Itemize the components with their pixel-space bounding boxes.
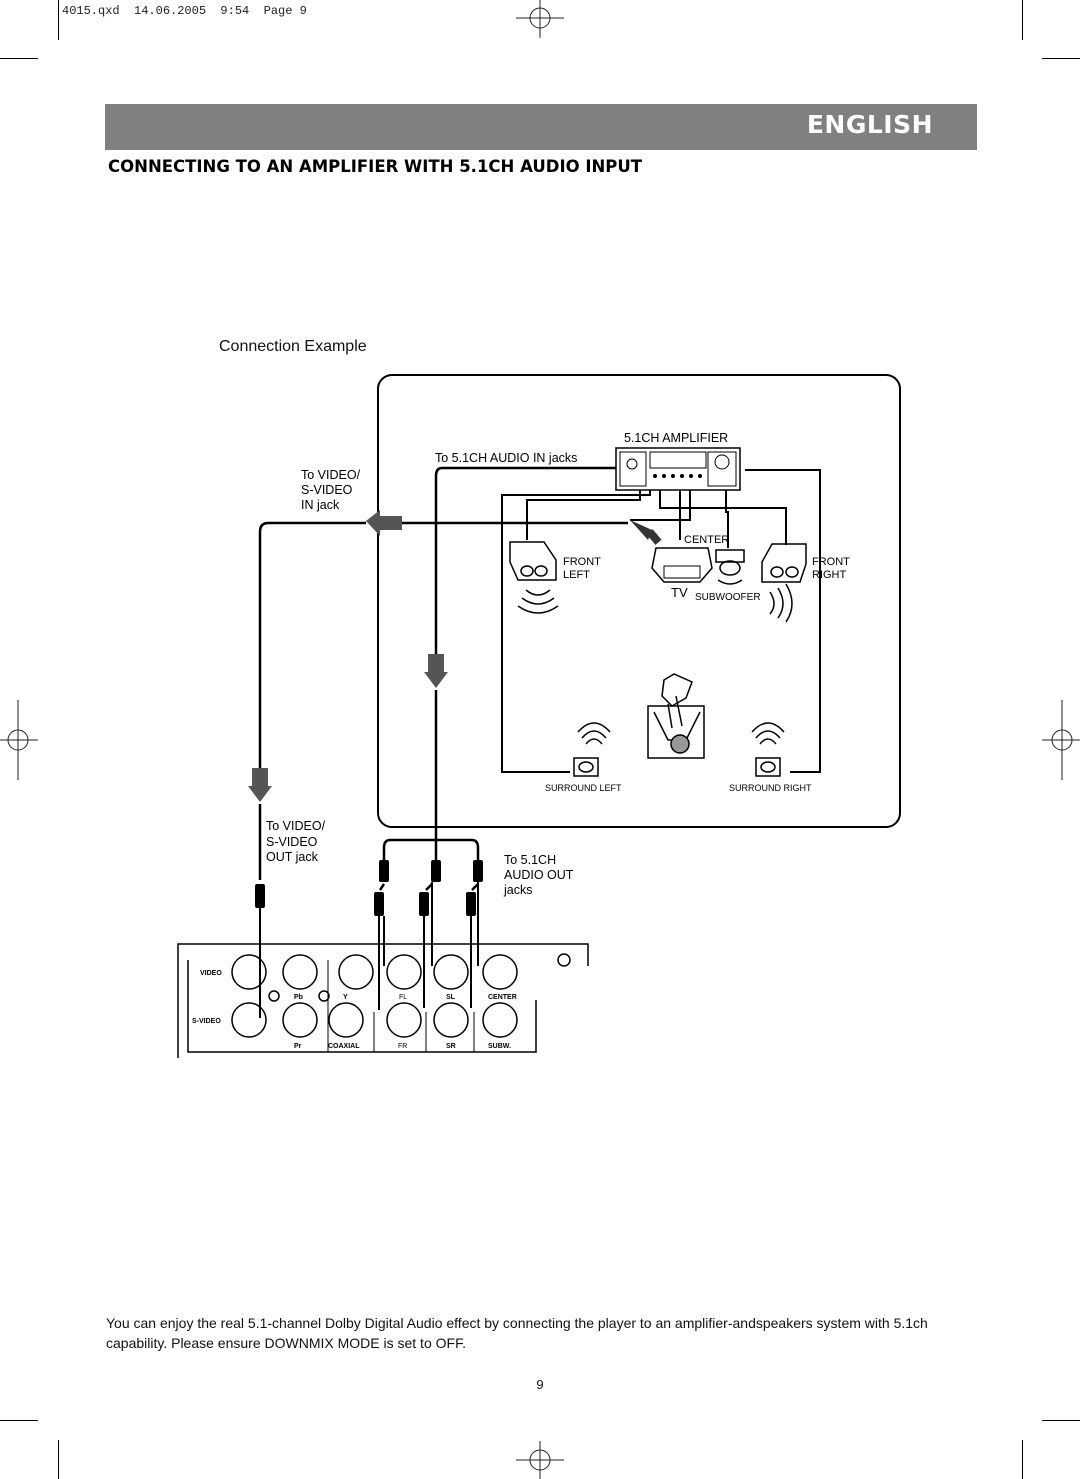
panel-label: FL <box>399 994 407 1001</box>
panel-label: Pb <box>294 994 303 1001</box>
subwoofer-sound-icon <box>769 583 793 623</box>
language-label: ENGLISH <box>806 110 933 139</box>
panel-label: COAXIAL <box>328 1043 360 1050</box>
panel-label: SR <box>446 1043 456 1050</box>
rear-panel <box>177 943 589 1058</box>
video-in-label: To VIDEO/ S-VIDEO IN jack <box>301 468 364 512</box>
crop-mark <box>1042 58 1080 59</box>
speaker-surround-right-icon <box>751 722 785 777</box>
tv-icon <box>651 547 713 583</box>
crop-mark <box>0 58 38 59</box>
speaker-front-right-icon <box>761 543 807 583</box>
subwoofer-label: SUBWOOFER <box>695 592 761 603</box>
panel-label: Pr <box>294 1043 302 1050</box>
crop-mark <box>1042 1420 1080 1421</box>
crop-mark <box>0 1420 38 1421</box>
rca-plug-icons <box>255 860 483 916</box>
arrow-down-icon <box>424 654 448 688</box>
crop-mark <box>1022 0 1023 40</box>
panel-video-label: VIDEO <box>200 970 222 977</box>
front-right-label: FRONT RIGHT <box>812 556 853 581</box>
page-number: 9 <box>536 1377 544 1392</box>
panel-label: SL <box>446 994 456 1001</box>
panel-label: Y <box>343 994 348 1001</box>
audio-in-label: To 5.1CH AUDIO IN jacks <box>435 451 577 465</box>
panel-label: SUBW. <box>488 1043 511 1050</box>
panel-svideo-label: S-VIDEO <box>192 1018 221 1025</box>
speaker-front-left-icon <box>509 541 559 614</box>
panel-label: CENTER <box>488 994 517 1001</box>
crop-mark <box>58 1440 59 1479</box>
amplifier-icon <box>615 447 741 491</box>
center-label: CENTER <box>684 534 729 546</box>
audio-out-label: To 5.1CH AUDIO OUT jacks <box>503 853 577 897</box>
crop-mark <box>1022 1440 1023 1479</box>
section-title: CONNECTING TO AN AMPLIFIER WITH 5.1CH AU… <box>108 157 643 176</box>
diagram-caption: Connection Example <box>219 338 367 355</box>
surround-right-label: SURROUND RIGHT <box>729 783 812 793</box>
room-frame <box>377 374 901 828</box>
amplifier-label: 5.1CH AMPLIFIER <box>624 431 728 445</box>
speaker-center-icon <box>715 549 745 585</box>
listener-icon <box>647 673 705 759</box>
language-banner: ENGLISH <box>105 104 977 150</box>
front-left-label: FRONT LEFT <box>563 556 604 581</box>
surround-left-label: SURROUND LEFT <box>545 783 622 793</box>
arrow-left-icon <box>366 510 402 536</box>
body-paragraph: You can enjoy the real 5.1-channel Dolby… <box>106 1315 928 1351</box>
panel-label: FR <box>398 1043 407 1050</box>
print-slug: 4015.qxd 14.06.2005 9:54 Page 9 <box>62 4 307 18</box>
speaker-surround-left-icon <box>573 722 611 777</box>
tv-label: TV <box>671 585 688 600</box>
crop-mark <box>58 0 59 40</box>
video-out-label: To VIDEO/ S-VIDEO OUT jack <box>266 819 329 864</box>
plug-icon <box>630 520 652 540</box>
arrow-down-icon <box>248 768 272 802</box>
